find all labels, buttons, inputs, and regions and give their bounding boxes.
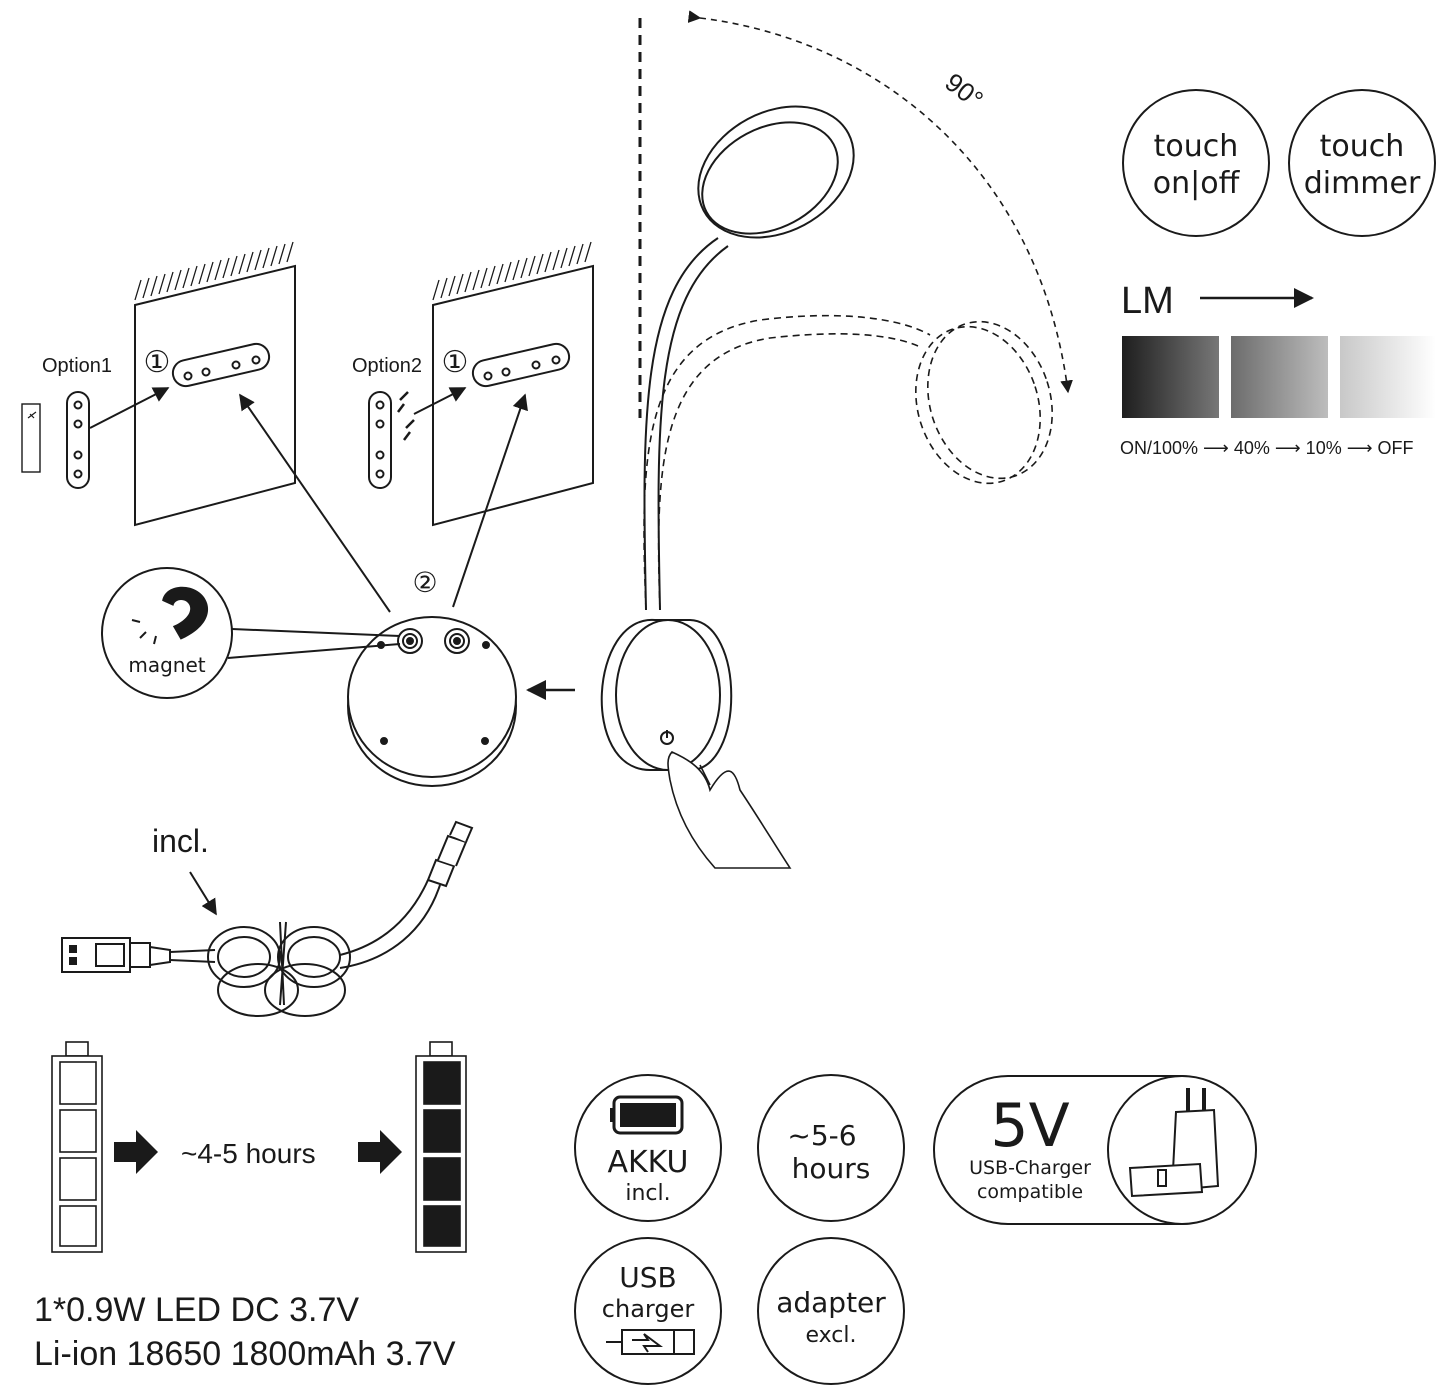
usb-charger-badge: USB charger: [574, 1237, 722, 1385]
spec-line-led: 1*0.9W LED DC 3.7V: [34, 1291, 360, 1329]
svg-text:adapter: adapter: [776, 1286, 886, 1319]
adapter-badge: adapter excl.: [757, 1237, 905, 1385]
magnet-label: magnet: [128, 653, 205, 677]
usb-plug-icon: [606, 1329, 695, 1355]
step1-label-2: ①: [442, 345, 469, 380]
screw-icon: [397, 391, 409, 413]
lamp-illustration: [526, 10, 1073, 869]
akku-badge: AKKU incl.: [574, 1074, 722, 1222]
svg-text:on|off: on|off: [1153, 166, 1241, 201]
svg-text:dimmer: dimmer: [1304, 166, 1421, 201]
usb-cable: [61, 820, 474, 1017]
option2-label: Option2: [352, 355, 422, 377]
svg-text:~5-6: ~5-6: [787, 1119, 856, 1152]
runtime-badge: ~5-6 hours: [757, 1074, 905, 1222]
svg-text:USB-Charger: USB-Charger: [969, 1157, 1091, 1179]
lamp-head-upright: [697, 105, 855, 239]
dimmer-level-10: [1340, 336, 1436, 418]
charger-badge: 5V USB-Charger compatible: [933, 1075, 1257, 1225]
svg-text:excl.: excl.: [806, 1323, 857, 1348]
svg-text:touch: touch: [1320, 129, 1405, 164]
cable-included-label: incl.: [152, 823, 209, 859]
dimmer-level-40: [1231, 336, 1328, 418]
hand-icon: [667, 751, 792, 869]
usb-c-plug-icon: [449, 820, 474, 843]
screw-icon-2: [403, 419, 415, 441]
svg-text:AKKU: AKKU: [607, 1145, 688, 1180]
gooseneck: [643, 237, 719, 611]
svg-text:5V: 5V: [990, 1091, 1069, 1161]
svg-text:USB: USB: [619, 1261, 676, 1294]
specifications: 1*0.9W LED DC 3.7V Li-ion 18650 1800mAh …: [34, 1288, 456, 1376]
option1-label: Option1: [42, 355, 112, 377]
svg-text:touch: touch: [1154, 129, 1239, 164]
arrow-right-icon: [114, 1130, 158, 1174]
battery-empty-icon: [51, 1041, 103, 1253]
svg-text:hours: hours: [792, 1152, 871, 1185]
rotation-arc: [687, 10, 1073, 394]
step2-label: ②: [412, 566, 437, 599]
charging-diagram: [51, 1041, 467, 1253]
magnet-callout: [101, 567, 401, 699]
svg-text:incl.: incl.: [625, 1181, 670, 1206]
spec-line-battery: Li-ion 18650 1800mAh 3.7V: [34, 1335, 456, 1373]
arrow-right-icon-2: [358, 1130, 402, 1174]
svg-text:compatible: compatible: [977, 1181, 1083, 1203]
step1-label: ①: [144, 345, 171, 380]
lm-label: LM: [1121, 280, 1174, 322]
touch-dimmer-badge: touch dimmer: [1288, 89, 1436, 237]
battery-full-icon: [415, 1041, 467, 1253]
dimmer-level-100: [1122, 336, 1219, 418]
wall-1: [21, 241, 391, 613]
touch-onoff-badge: touch on|off: [1122, 89, 1270, 237]
dimmer-panel: LM ON/100% ⟶ 40% ⟶ 10% ⟶ OFF: [1120, 280, 1436, 458]
angle-label: 90°: [939, 67, 988, 115]
charging-duration: ~4-5 hours: [181, 1138, 316, 1169]
wall-2: [368, 241, 594, 608]
round-wall-plate: [347, 616, 517, 787]
magnet-icon: [162, 586, 209, 640]
dimmer-sequence: ON/100% ⟶ 40% ⟶ 10% ⟶ OFF: [1120, 438, 1414, 458]
mounting-section: [21, 241, 594, 787]
wall-charger-icon: [1128, 1088, 1220, 1198]
svg-text:charger: charger: [602, 1295, 695, 1323]
lamp-head-rotated: [643, 314, 1053, 611]
